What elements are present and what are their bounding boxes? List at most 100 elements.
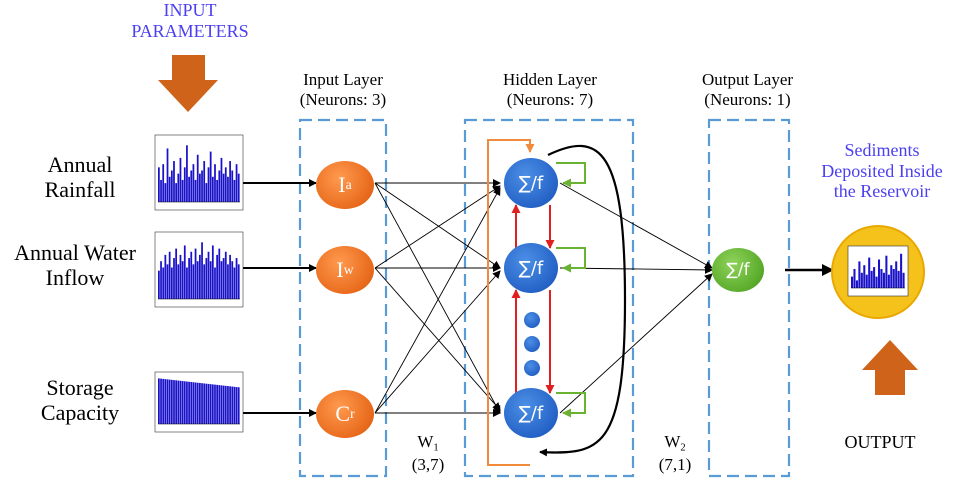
mini-chart-bar [868,257,871,288]
input-label-line1: Annual Water [14,240,136,265]
mini-chart-bar [181,261,184,299]
mini-chart-bar [214,267,216,299]
mini-chart-bar [196,261,199,299]
mini-chart-bar [179,157,182,202]
layer-title: Hidden Layer [503,70,597,89]
mini-chart-bar [229,254,231,299]
node-label: ∑/f [518,172,544,194]
mini-chart-bar [205,183,208,202]
mini-chart-bar [166,148,169,202]
mini-chart-bar [855,280,858,288]
mini-chart-bar [860,272,863,288]
mini-chart-bar [190,382,193,424]
mini-chart-bar [160,179,162,202]
mini-chart-bar [209,384,212,424]
mini-chart-bar [186,145,188,202]
mini-chart-bar [173,258,175,299]
node-subscript: w [343,262,354,277]
mini-chart-bar [158,270,160,299]
mini-chart-bar [207,383,210,424]
mini-chart-bar [188,381,190,424]
mini-chart-bar [233,386,236,424]
mini-chart-bar [227,264,229,299]
mini-chart-bar [188,258,190,299]
mini-chart-bar [216,384,219,424]
mini-chart-bar [164,254,167,299]
mini-chart-bar [188,176,190,202]
mini-chart-bar [214,384,216,424]
mini-chart-bar [211,176,214,202]
mini-chart-bar [900,253,903,288]
mini-chart-bar [209,151,212,202]
mini-chart-bar [873,267,876,288]
mini-chart-bar [897,270,900,288]
input-parameters-line1: INPUT [163,0,217,20]
input-arrow-down [158,55,218,112]
mini-chart-bar [177,264,180,299]
output-node: ∑/f [712,248,764,292]
mini-chart-bar [175,380,178,424]
node-label: ∑/f [726,260,750,280]
mini-chart-bar [878,259,881,288]
mini-chart-bar [865,274,868,288]
mini-chart-bar [218,385,221,424]
mini-chart-bar [222,385,225,424]
recurrent-red-arrows [511,204,555,395]
mini-chart-bar [203,264,206,299]
layer-neuron-count: (Neurons: 1) [704,89,791,109]
mini-chart-bar [885,255,888,288]
input-label-line2: Rainfall [44,177,116,203]
mini-chart-bar [224,385,227,424]
mini-chart-bar [194,382,197,424]
mini-chart-bar [220,261,223,299]
mini-chart-bar [863,265,866,288]
mini-chart-bar [220,157,223,202]
output-arrow-up [862,340,918,395]
w2-dims: (7,1) [658,454,692,474]
mini-chart-bar [192,164,195,202]
mini-chart-bar [211,384,214,424]
input-parameters-line2: PARAMETERS [131,20,249,41]
mini-chart-bar [183,245,186,299]
mini-chart-bar [205,258,208,299]
mini-chart-bar [235,164,238,202]
context-loop [487,139,535,466]
input-label-line2: Inflow [45,265,105,291]
mini-chart-bar [196,154,199,202]
mini-chart-bar [162,378,165,424]
mini-chart-bar [880,269,883,288]
mini-chart-bar [235,387,238,424]
w1-symbol: W1 [398,432,458,455]
node-symbol: C [335,401,351,426]
chart-inflow [154,231,244,308]
hidden-node-7: ∑/f [504,388,558,438]
mini-chart-bar [183,381,186,424]
mini-chart-bar [875,276,878,288]
mini-chart-bar [201,383,203,424]
result-line1: Sediments [844,140,920,160]
mini-chart-bar [851,276,854,288]
mini-chart-bar [237,264,240,299]
mini-chart-bar [211,245,214,299]
w1-connections [374,179,501,417]
mini-chart-bar [199,254,201,299]
mini-chart-bar [192,382,195,424]
w2-label: W2 (7,1) [645,432,705,474]
mini-chart-bar [224,167,227,202]
mini-chart-bar [158,378,160,424]
mini-chart-bar [216,179,219,202]
mini-chart-bar [168,176,171,202]
mini-chart-bar [227,386,229,424]
mini-chart-bar [201,170,203,202]
mini-chart-bar [233,179,236,202]
mini-chart-bar [887,274,890,288]
mini-chart-bar [175,248,178,299]
mini-chart-bar [190,251,193,299]
layer-neuron-count: (Neurons: 3) [299,89,387,109]
w2-symbol: W2 [645,432,705,455]
result-line2: Deposited Inside [821,160,943,181]
mini-chart-bar [233,267,236,299]
